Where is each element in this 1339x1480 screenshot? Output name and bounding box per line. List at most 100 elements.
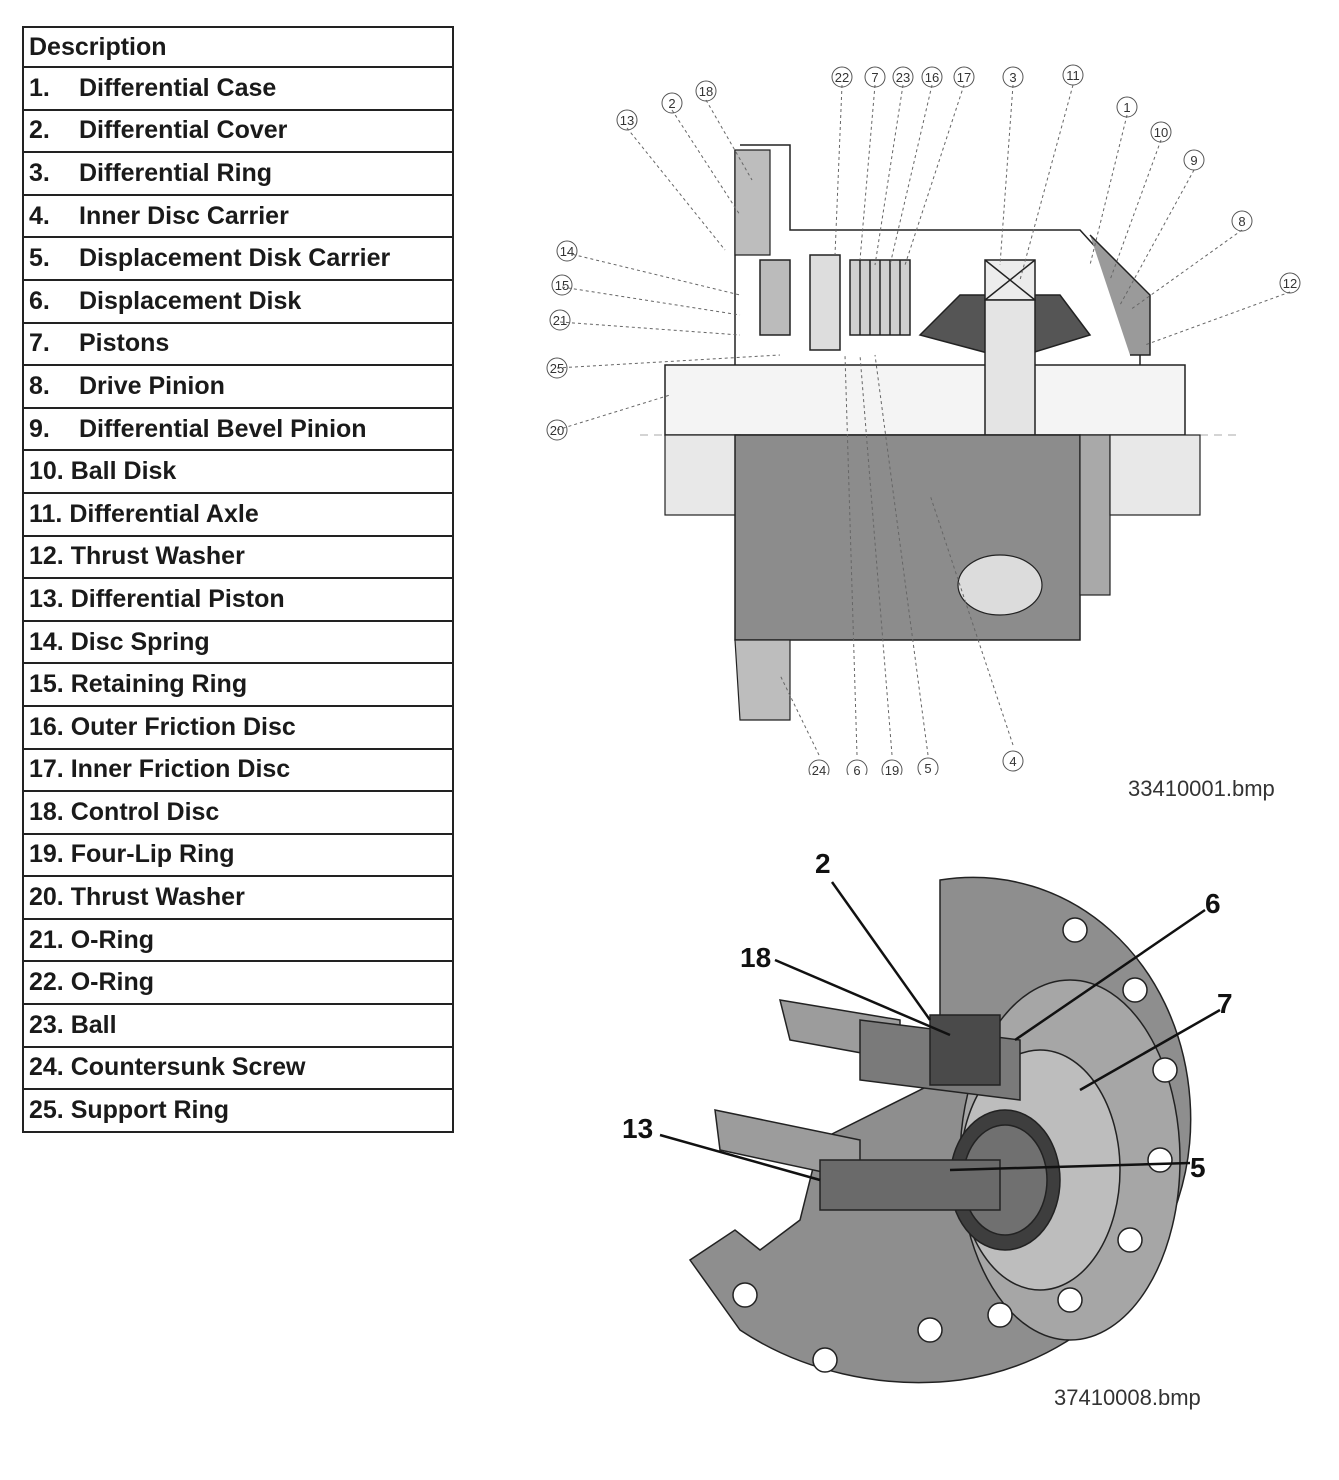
table-row: 2.Differential Cover xyxy=(24,111,452,154)
table-row: 24. Countersunk Screw xyxy=(24,1048,452,1091)
svg-text:3: 3 xyxy=(1009,70,1016,85)
svg-text:5: 5 xyxy=(924,761,931,775)
part-number: 15. xyxy=(29,670,64,699)
part-label: Thrust Washer xyxy=(70,542,245,571)
table-row: 20. Thrust Washer xyxy=(24,877,452,920)
svg-text:1: 1 xyxy=(1123,100,1130,115)
part-number: 10. xyxy=(29,457,64,486)
part-label: Differential Ring xyxy=(79,158,273,187)
part-label: Differential Bevel Pinion xyxy=(79,414,367,443)
table-row: 1. Differential Case xyxy=(24,68,452,111)
part-label: Displacement Disk Carrier xyxy=(79,244,391,273)
callout-3: 3 xyxy=(1002,66,1024,88)
callout-9: 9 xyxy=(1183,149,1205,171)
svg-text:14: 14 xyxy=(560,244,574,259)
callout-23: 23 xyxy=(892,66,914,88)
part-number: 9. xyxy=(29,414,50,443)
table-row: 14. Disc Spring xyxy=(24,622,452,665)
part-label: Inner Disc Carrier xyxy=(79,201,289,230)
part-label: Differential Piston xyxy=(70,584,285,613)
svg-text:12: 12 xyxy=(1283,276,1297,291)
svg-text:25: 25 xyxy=(550,361,564,376)
part-number: 11. xyxy=(29,499,63,528)
callout-7: 7 xyxy=(864,66,886,88)
callout-1: 1 xyxy=(1116,96,1138,118)
table-row: 12. Thrust Washer xyxy=(24,537,452,580)
svg-text:2: 2 xyxy=(668,96,675,111)
svg-text:20: 20 xyxy=(550,423,564,438)
part-number: 4. xyxy=(29,201,50,230)
svg-text:17: 17 xyxy=(957,70,971,85)
table-row: 16. Outer Friction Disc xyxy=(24,707,452,750)
part-label: Disc Spring xyxy=(70,627,210,656)
callout-15: 15 xyxy=(551,274,573,296)
svg-text:7: 7 xyxy=(871,70,878,85)
part-number: 20. xyxy=(29,883,64,912)
callout-2: 2 xyxy=(661,92,683,114)
svg-text:19: 19 xyxy=(885,763,899,775)
part-number: 1. xyxy=(29,73,50,102)
part-label: Drive Pinion xyxy=(79,371,225,400)
part-label: Support Ring xyxy=(70,1096,230,1125)
part-number: 22. xyxy=(29,968,64,997)
table-header: Description xyxy=(24,28,452,68)
callout-22: 22 xyxy=(831,66,853,88)
table-row: 7.Pistons xyxy=(24,324,452,367)
callout-13: 13 xyxy=(622,1113,653,1144)
svg-text:11: 11 xyxy=(1066,68,1080,83)
table-header-label: Description xyxy=(29,32,167,61)
part-label: Four-Lip Ring xyxy=(70,840,235,869)
part-number: 25. xyxy=(29,1096,64,1125)
part-number: 19. xyxy=(29,840,64,869)
callout-14: 14 xyxy=(556,240,578,262)
callout-6: 6 xyxy=(1205,888,1221,919)
svg-text:6: 6 xyxy=(853,763,860,775)
table-row: 3. Differential Ring xyxy=(24,153,452,196)
callout-17: 17 xyxy=(953,66,975,88)
part-label: Pistons xyxy=(79,329,170,358)
svg-text:23: 23 xyxy=(896,70,910,85)
part-label: Ball xyxy=(70,1010,117,1039)
table-row: 11. Differential Axle xyxy=(24,494,452,537)
section-drawing: 22 7 23 16 17 3 11 1 10 9 8 12 13 2 18 1… xyxy=(546,64,1301,775)
part-label: Outer Friction Disc xyxy=(70,712,296,741)
table-row: 13. Differential Piston xyxy=(24,579,452,622)
part-label: Differential Cover xyxy=(79,116,288,145)
callout-7: 7 xyxy=(1217,988,1233,1019)
table-row: 23. Ball xyxy=(24,1005,452,1048)
svg-text:15: 15 xyxy=(555,278,569,293)
cutaway-drawing: 2 6 18 7 13 5 xyxy=(622,848,1233,1384)
leader-lines xyxy=(556,84,1291,756)
part-label: Retaining Ring xyxy=(70,670,248,699)
part-label: Ball Disk xyxy=(70,457,177,486)
cutaway-callouts: 2 6 18 7 13 5 xyxy=(622,848,1233,1183)
svg-text:22: 22 xyxy=(835,70,849,85)
part-label: Differential Case xyxy=(79,73,277,102)
callout-21: 21 xyxy=(549,309,571,331)
part-label: Countersunk Screw xyxy=(70,1053,306,1082)
callout-24: 24 xyxy=(808,759,830,775)
table-row: 18. Control Disc xyxy=(24,792,452,835)
lower-exterior xyxy=(664,149,1201,721)
part-number: 24. xyxy=(29,1053,64,1082)
table-row: 8.Drive Pinion xyxy=(24,366,452,409)
part-label: Inner Friction Disc xyxy=(70,755,291,784)
svg-text:4: 4 xyxy=(1009,754,1016,769)
callout-19: 19 xyxy=(881,759,903,775)
svg-text:9: 9 xyxy=(1190,153,1197,168)
table-row: 22. O-Ring xyxy=(24,962,452,1006)
callout-25: 25 xyxy=(546,357,568,379)
part-number: 3. xyxy=(29,158,50,187)
callout-10: 10 xyxy=(1150,121,1172,143)
part-number: 12. xyxy=(29,542,64,571)
table-row: 6.Displacement Disk xyxy=(24,281,452,324)
callout-20: 20 xyxy=(546,419,568,441)
part-label: O-Ring xyxy=(70,925,155,954)
callout-16: 16 xyxy=(921,66,943,88)
callout-5: 5 xyxy=(1190,1152,1206,1183)
table-row: 15. Retaining Ring xyxy=(24,664,452,707)
section-callouts: 22 7 23 16 17 3 11 1 10 9 8 12 13 2 18 1… xyxy=(546,64,1301,775)
svg-text:16: 16 xyxy=(925,70,939,85)
part-number: 21. xyxy=(29,925,64,954)
part-label: Displacement Disk xyxy=(79,286,302,315)
